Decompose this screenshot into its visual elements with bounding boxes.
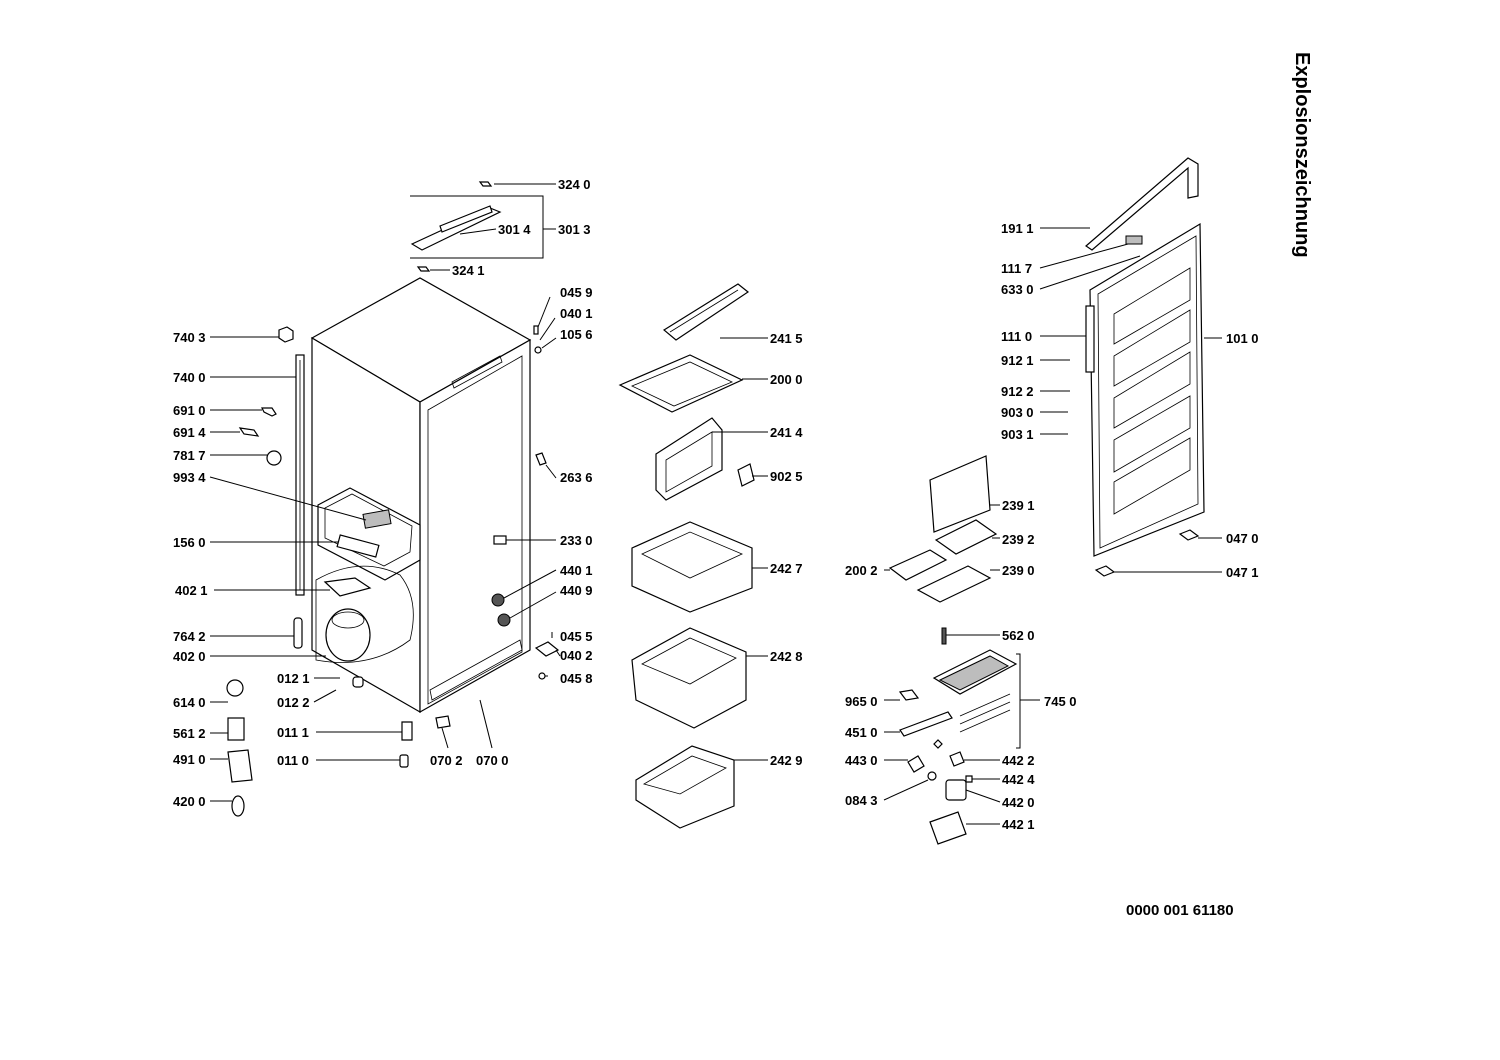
label-442-1: 442 1 <box>1002 817 1035 832</box>
label-045-5: 045 5 <box>560 629 593 644</box>
label-740-0: 740 0 <box>173 370 206 385</box>
label-101-0: 101 0 <box>1226 331 1259 346</box>
label-200-0: 200 0 <box>770 372 803 387</box>
label-242-8: 242 8 <box>770 649 803 664</box>
cabinet-right-callouts <box>491 296 561 680</box>
label-040-2: 040 2 <box>560 648 593 663</box>
label-239-0: 239 0 <box>1002 563 1035 578</box>
left-callouts <box>209 326 493 817</box>
label-745-0: 745 0 <box>1044 694 1077 709</box>
label-233-0: 233 0 <box>560 533 593 548</box>
label-420-0: 420 0 <box>173 794 206 809</box>
label-993-4: 993 4 <box>173 470 206 485</box>
label-451-0: 451 0 <box>845 725 878 740</box>
label-111-0: 111 0 <box>1001 329 1032 344</box>
label-200-2: 200 2 <box>845 563 878 578</box>
label-301-4: 301 4 <box>498 222 531 237</box>
label-047-1: 047 1 <box>1226 565 1259 580</box>
label-440-9: 440 9 <box>560 583 593 598</box>
label-633-0: 633 0 <box>1001 282 1034 297</box>
label-241-4: 241 4 <box>770 425 803 440</box>
label-070-0: 070 0 <box>476 753 509 768</box>
label-045-8: 045 8 <box>560 671 593 686</box>
label-324-0: 324 0 <box>558 177 591 192</box>
label-242-9: 242 9 <box>770 753 803 768</box>
part-labels: 324 0 301 4 301 3 324 1 045 9 040 1 105 … <box>173 177 1259 832</box>
label-912-1: 912 1 <box>1001 353 1034 368</box>
label-012-2: 012 2 <box>277 695 310 710</box>
label-491-0: 491 0 <box>173 752 206 767</box>
label-239-2: 239 2 <box>1002 532 1035 547</box>
top-hinge-assembly <box>410 181 556 272</box>
label-903-1: 903 1 <box>1001 427 1034 442</box>
diagram-title: Explosionszeichnung <box>1291 52 1313 258</box>
label-012-1: 012 1 <box>277 671 310 686</box>
label-442-0: 442 0 <box>1002 795 1035 810</box>
label-263-6: 263 6 <box>560 470 593 485</box>
label-011-1: 011 1 <box>277 725 309 740</box>
label-191-1: 191 1 <box>1001 221 1034 236</box>
label-440-1: 440 1 <box>560 563 593 578</box>
label-402-1: 402 1 <box>175 583 208 598</box>
control-evaporator-group <box>883 455 1040 845</box>
label-241-5: 241 5 <box>770 331 803 346</box>
compressor-area <box>315 565 414 688</box>
label-781-7: 781 7 <box>173 448 206 463</box>
label-242-7: 242 7 <box>770 561 803 576</box>
door-assembly <box>1039 157 1222 577</box>
label-691-0: 691 0 <box>173 403 206 418</box>
label-070-2: 070 2 <box>430 753 463 768</box>
document-number: 0000 001 61180 <box>1126 902 1234 919</box>
label-402-0: 402 0 <box>173 649 206 664</box>
label-011-0: 011 0 <box>277 753 309 768</box>
label-084-3: 084 3 <box>845 793 878 808</box>
label-691-4: 691 4 <box>173 425 206 440</box>
label-965-0: 965 0 <box>845 694 878 709</box>
label-105-6: 105 6 <box>560 327 593 342</box>
label-442-2: 442 2 <box>1002 753 1035 768</box>
label-562-0: 562 0 <box>1002 628 1035 643</box>
label-239-1: 239 1 <box>1002 498 1035 513</box>
label-443-0: 443 0 <box>845 753 878 768</box>
label-324-1: 324 1 <box>452 263 485 278</box>
label-902-5: 902 5 <box>770 469 803 484</box>
shelves-and-drawers <box>618 283 768 829</box>
label-764-2: 764 2 <box>173 629 206 644</box>
label-040-1: 040 1 <box>560 306 593 321</box>
label-301-3: 301 3 <box>558 222 591 237</box>
label-156-0: 156 0 <box>173 535 206 550</box>
evaporator-housing <box>317 487 421 581</box>
left-side-tube <box>295 354 305 596</box>
label-561-2: 561 2 <box>173 726 206 741</box>
label-045-9: 045 9 <box>560 285 593 300</box>
label-111-7: 111 7 <box>1001 261 1032 276</box>
label-912-2: 912 2 <box>1001 384 1034 399</box>
label-614-0: 614 0 <box>173 695 206 710</box>
label-740-3: 740 3 <box>173 330 206 345</box>
label-442-4: 442 4 <box>1002 772 1035 787</box>
label-903-0: 903 0 <box>1001 405 1034 420</box>
label-047-0: 047 0 <box>1226 531 1259 546</box>
